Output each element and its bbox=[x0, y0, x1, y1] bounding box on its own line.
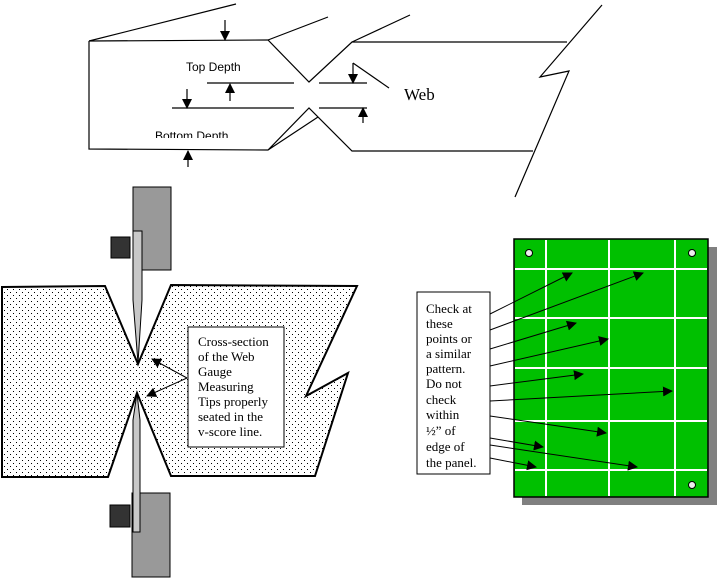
tooling-hole bbox=[688, 249, 696, 257]
cross-section-diagram bbox=[1, 186, 359, 578]
measuring-tip-top bbox=[132, 230, 143, 364]
web-label: Web bbox=[404, 85, 435, 104]
web-leader-line bbox=[352, 62, 390, 89]
tooling-hole bbox=[525, 249, 533, 257]
panel-diagram bbox=[416, 238, 717, 505]
bottom-depth-label: Bottom Depth bbox=[155, 129, 228, 143]
gauge-knob-bottom bbox=[109, 504, 131, 528]
check-point-arrows bbox=[489, 271, 673, 471]
tooling-hole bbox=[688, 481, 696, 489]
board-outline bbox=[88, 39, 567, 152]
web-reference-lines bbox=[172, 82, 367, 109]
perspective-lines bbox=[88, 3, 411, 43]
panel-callout-text: Check at these points or a similar patte… bbox=[426, 301, 477, 470]
callout-arrow bbox=[151, 358, 188, 379]
cross-section-callout-box bbox=[187, 326, 285, 448]
break-line bbox=[514, 4, 603, 198]
panel-callout-box bbox=[416, 291, 491, 475]
cross-section-callout-text: Cross-section of the Web Gauge Measuring… bbox=[198, 334, 272, 439]
v-score-profile-diagram bbox=[88, 3, 603, 198]
callout-arrow bbox=[146, 377, 188, 397]
top-depth-label: Top Depth bbox=[186, 60, 241, 74]
measuring-tip-bottom bbox=[132, 392, 141, 533]
gauge-knob-top bbox=[110, 236, 131, 259]
